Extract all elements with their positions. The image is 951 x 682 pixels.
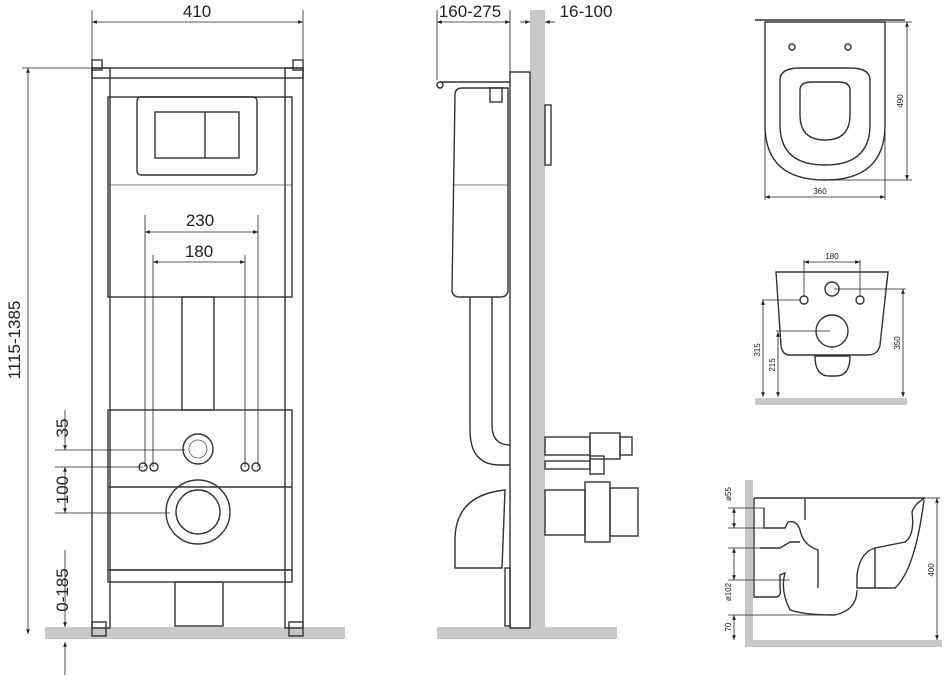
- dim-315: 315: [753, 343, 762, 357]
- dim-depth: 160-275: [439, 2, 501, 21]
- water-inlet: [182, 433, 214, 465]
- dim-height: 1115-1385: [5, 301, 24, 380]
- dim-width: 410: [183, 2, 211, 21]
- bowl-side-view: ø55 ø102 70 400: [724, 480, 942, 647]
- dim-floor-range: 0-185: [53, 568, 72, 611]
- dim-outlet-diameter: ø102: [724, 582, 733, 601]
- dim-bowl-length: 490: [896, 94, 905, 108]
- dim-180: 180: [185, 242, 213, 261]
- side-view: 160-275 16-100: [436, 2, 639, 639]
- dim-35: 35: [53, 419, 72, 438]
- dim-350: 350: [893, 336, 902, 350]
- flush-plate: [136, 96, 258, 176]
- bowl-front-view: 180 315 215 350: [753, 252, 907, 405]
- frame-right-post: [284, 67, 304, 629]
- frame-side: [509, 71, 531, 629]
- dim-bowl-height: 400: [927, 563, 936, 577]
- wall: [530, 10, 545, 627]
- dim-230: 230: [186, 211, 214, 230]
- dim-100: 100: [53, 476, 72, 504]
- bend-pipe: [454, 489, 506, 569]
- cistern-side: [451, 87, 509, 298]
- waste-outlet: [165, 479, 231, 545]
- dim-floor-gap: 70: [724, 622, 733, 631]
- dim-inlet-diameter: ø55: [724, 487, 733, 501]
- dim-bowl-width: 360: [813, 187, 827, 196]
- bowl-outline: [764, 21, 886, 181]
- dim-215: 215: [768, 358, 777, 372]
- flush-pipe: [181, 296, 215, 411]
- dim-bolt-spacing: 180: [825, 252, 839, 261]
- dim-wall-offset: 16-100: [560, 2, 613, 21]
- cistern: [107, 96, 293, 298]
- front-view: 410 230 180 1115-1385 35 100 0-185: [5, 2, 345, 675]
- bowl-top-view: 490 360: [755, 19, 912, 200]
- floor: [45, 627, 345, 639]
